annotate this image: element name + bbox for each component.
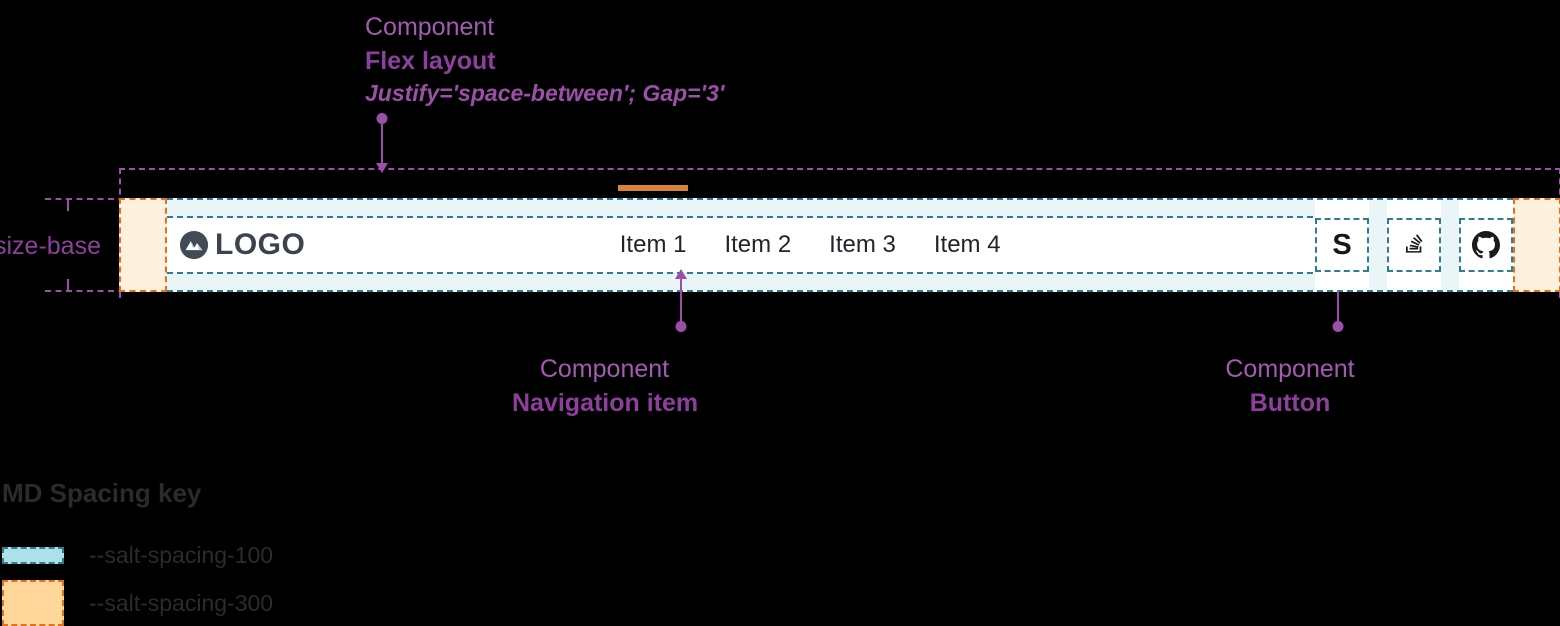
nav-item-label: Item 4 <box>933 231 1001 258</box>
leader-dot <box>376 113 387 124</box>
navigation-bar: LOGO Item 1 Item 2 Item 3 Item 4 <box>119 185 1560 292</box>
annotation-kind: Component <box>1225 355 1355 383</box>
nav-item-label: Item 3 <box>829 231 896 258</box>
logo[interactable]: LOGO <box>167 228 305 262</box>
actions-gap <box>1369 200 1387 290</box>
annotation-props: Justify='space-between'; Gap='3' <box>365 80 725 106</box>
navbar-flex-row: LOGO Item 1 Item 2 Item 3 Item 4 <box>167 185 1513 290</box>
logo-text: LOGO <box>215 228 306 261</box>
stack-overflow-icon <box>1405 234 1423 253</box>
github-button[interactable] <box>1459 200 1513 290</box>
leader-dot <box>1332 321 1343 332</box>
annotation-flex-layout: Component Flex layout Justify='space-bet… <box>365 11 724 109</box>
leader-line-navigation-item <box>674 269 687 332</box>
spacing-300-swatch <box>2 580 64 626</box>
navbar-content-region: LOGO Item 1 Item 2 Item 3 Item 4 <box>167 185 1513 292</box>
leader-dot <box>675 321 686 332</box>
leader-arrow-down-icon <box>375 163 388 173</box>
annotation-name: Navigation item <box>512 388 699 417</box>
spacing-key-title: MD Spacing key <box>2 478 202 508</box>
leader-stem <box>380 113 383 172</box>
annotation-name: Button <box>1249 388 1331 417</box>
spacing-key-label: --salt-spacing-100 <box>89 542 274 568</box>
size-base-dimension-bracket <box>45 198 135 292</box>
navbar-actions: S <box>1315 200 1513 290</box>
nav-item-3[interactable]: Item 3 <box>827 231 898 259</box>
spacing-100-band-top <box>167 200 1513 218</box>
spacing-key-row-100: --salt-spacing-100 <box>2 542 273 569</box>
salt-logo-button[interactable]: S <box>1315 200 1369 290</box>
annotation-kind: Component <box>365 13 495 41</box>
github-icon <box>1472 231 1500 259</box>
spacing-key-row-300: --salt-spacing-300 <box>2 580 273 626</box>
nav-item-2[interactable]: Item 2 <box>722 231 793 259</box>
navigation-items: Item 1 Item 2 Item 3 Item 4 <box>617 185 1003 259</box>
annotation-name: Flex layout <box>365 46 496 75</box>
dimension-line-top <box>45 198 135 200</box>
spacing-key-label: --salt-spacing-300 <box>89 589 274 616</box>
nav-item-label: Item 2 <box>724 231 792 258</box>
annotation-kind: Component <box>539 355 670 383</box>
nav-item-4[interactable]: Item 4 <box>932 231 1003 259</box>
annotation-navigation-item: Component Navigation item <box>512 353 699 420</box>
dimension-line-bottom <box>45 290 135 292</box>
spacing-300-right <box>1513 198 1560 292</box>
leader-line-flex-layout <box>375 113 388 173</box>
leader-stem <box>1336 270 1339 332</box>
spacing-100-band-bottom <box>167 272 1513 290</box>
mountain-logo-icon <box>179 230 209 260</box>
spacing-300-left <box>119 198 167 292</box>
nav-item-1[interactable]: Item 1 <box>617 185 689 259</box>
active-indicator <box>617 185 689 191</box>
actions-gap <box>1441 200 1459 290</box>
salt-logo-icon: S <box>1332 228 1352 261</box>
nav-item-label: Item 1 <box>619 231 687 258</box>
size-base-label: size-base <box>0 232 101 260</box>
annotation-button: Component Button <box>1225 353 1355 420</box>
spacing-100-swatch <box>2 547 64 564</box>
stack-overflow-button[interactable] <box>1387 200 1441 290</box>
dimension-cap-top <box>67 198 69 211</box>
leader-arrow-up-icon <box>674 269 687 279</box>
dimension-cap-bottom <box>67 279 69 292</box>
leader-stem <box>679 270 682 332</box>
